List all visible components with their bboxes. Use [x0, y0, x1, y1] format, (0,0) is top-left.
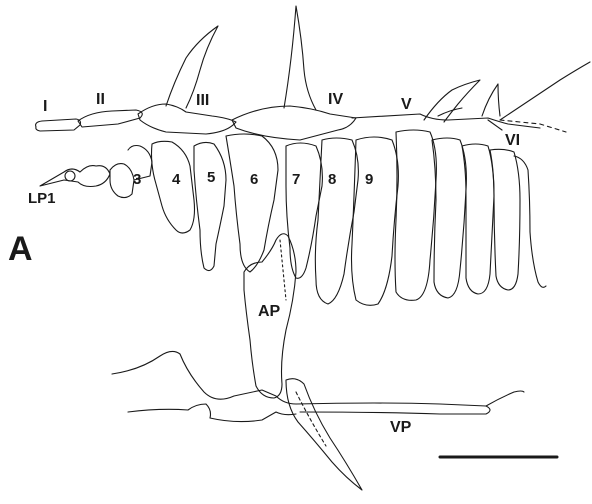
spine-IV	[284, 6, 316, 110]
dorsal-element-I	[36, 119, 81, 131]
dorsal-bar-rear-dashed	[500, 120, 566, 132]
label-7: 7	[292, 172, 300, 187]
label-AP: AP	[258, 304, 280, 320]
spine-VI	[482, 84, 500, 116]
lp1-knob	[65, 171, 75, 181]
segment-5	[194, 142, 226, 270]
segment-13	[490, 149, 520, 290]
label-6: 6	[250, 172, 258, 187]
label-I: I	[43, 99, 47, 115]
ventral-process	[296, 403, 490, 414]
segment-11	[432, 138, 466, 298]
segment-7	[286, 143, 322, 278]
label-LP1: LP1	[28, 191, 56, 206]
dorsal-element-IV	[232, 106, 356, 140]
label-III: III	[196, 93, 209, 109]
label-4: 4	[172, 172, 180, 187]
spine-III	[166, 26, 218, 108]
lower-spine-inner	[296, 392, 326, 446]
segment-10	[395, 130, 436, 300]
label-II: II	[96, 92, 105, 108]
dorsal-element-III	[138, 104, 236, 134]
label-8: 8	[328, 172, 336, 187]
rear-ray	[500, 62, 590, 120]
label-5: 5	[207, 170, 215, 185]
label-3: 3	[133, 172, 141, 187]
lower-spine	[286, 379, 362, 490]
segment-9	[352, 137, 399, 305]
segment-12	[462, 144, 494, 294]
label-V: V	[401, 97, 412, 113]
ventral-process-tip	[486, 391, 524, 406]
spine-V	[424, 80, 480, 122]
panel-letter: A	[8, 232, 33, 266]
ap-shaft-line	[280, 240, 286, 300]
label-VI: VI	[505, 133, 520, 149]
segment-3	[110, 164, 134, 198]
label-9: 9	[365, 172, 373, 187]
label-IV: IV	[328, 92, 343, 108]
dorsal-element-II	[78, 110, 142, 127]
label-VP: VP	[390, 420, 411, 436]
lower-base-2	[128, 404, 296, 422]
lower-base	[112, 351, 296, 404]
